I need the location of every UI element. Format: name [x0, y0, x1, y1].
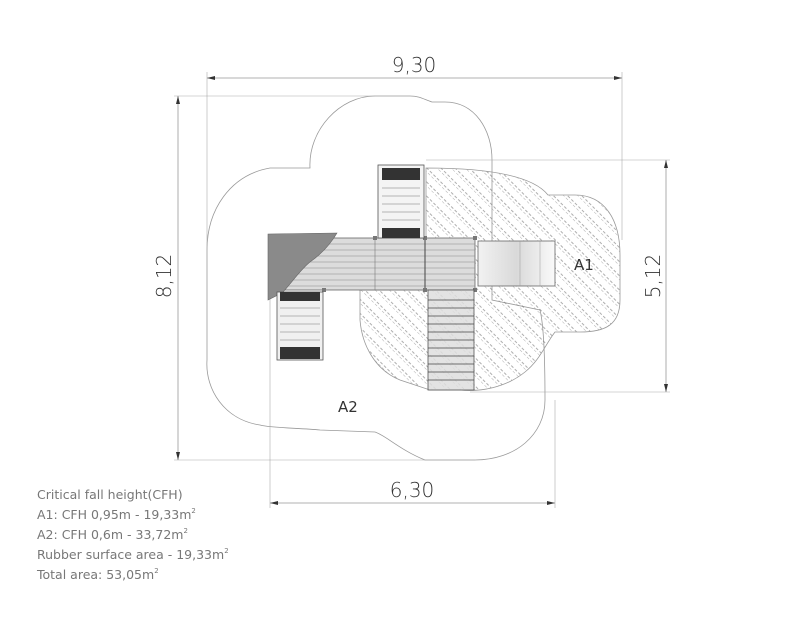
overall-depth-label: 8,12 [152, 254, 176, 299]
overall-width-label: 9,30 [392, 53, 437, 77]
legend-line-rubber: Rubber surface area - 19,33m2 [37, 547, 229, 562]
legend-line-a1: A1: CFH 0,95m - 19,33m2 [37, 507, 196, 522]
dimension-a1-depth: 5,12 [426, 159, 670, 393]
slide [477, 240, 556, 287]
ladder [427, 289, 475, 391]
area-a2-label: A2 [338, 398, 358, 416]
a2-zone-outline [206, 95, 546, 461]
a2-width-label: 6,30 [390, 478, 435, 502]
legend-title: Critical fall height(CFH) [37, 487, 183, 502]
roof-panel [267, 232, 338, 301]
legend: Critical fall height(CFH) A1: CFH 0,95m … [37, 486, 229, 583]
dimension-overall-depth: 8,12 [152, 95, 475, 461]
dimension-overall-width: 9,30 [206, 53, 623, 250]
legend-total: Total area: 53,05m2 [37, 567, 159, 582]
area-a1-label: A1 [574, 256, 594, 274]
legend-line-a2: A2: CFH 0,6m - 33,72m2 [37, 527, 188, 542]
a1-depth-label: 5,12 [641, 254, 665, 299]
left-climber [276, 291, 324, 361]
top-climber [377, 164, 425, 239]
dimension-a2-width: 6,30 [269, 290, 556, 508]
